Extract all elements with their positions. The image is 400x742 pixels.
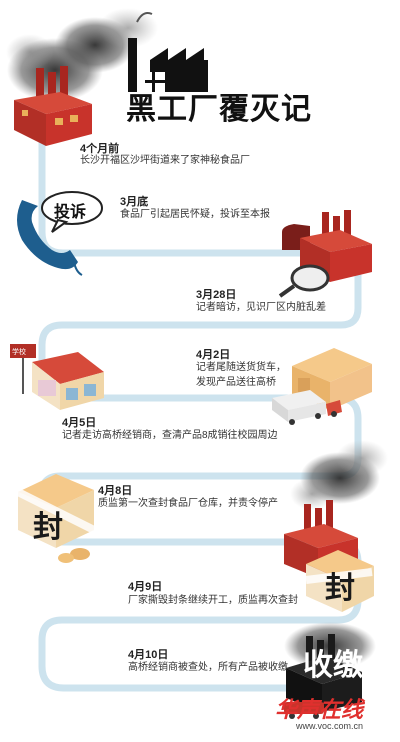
confiscate-label: 收缴 <box>303 648 363 683</box>
event-text: 记者尾随送货货车， <box>196 362 286 373</box>
event-text: 食品厂引起居民怀疑，投诉至本报 <box>120 209 270 220</box>
event-date: 3月底 <box>120 196 149 208</box>
page-title: 黑工厂覆灭记 <box>126 92 312 127</box>
red-vehicle-illustration <box>284 702 324 719</box>
event-date: 4个月前 <box>80 143 120 155</box>
school-shop-illustration <box>10 344 104 410</box>
event-date: 3月28日 <box>196 289 237 301</box>
factory-magnifier-illustration <box>278 210 372 298</box>
event-text: 质监第一次查封食品厂仓库，并责令停产 <box>98 498 278 509</box>
seal-label-2: 封 <box>325 571 355 606</box>
watermark-brand: 华声在线 <box>275 697 364 723</box>
confiscated-factory-illustration <box>284 622 376 712</box>
event-date: 4月5日 <box>62 417 97 429</box>
event-date: 4月10日 <box>128 649 169 661</box>
event-text: 长沙开福区沙坪街道来了家神秘食品厂 <box>80 155 250 166</box>
seal-label-1: 封 <box>33 510 63 545</box>
event-date: 4月9日 <box>128 581 163 593</box>
complaint-bubble <box>41 191 103 233</box>
event-date: 4月2日 <box>196 349 231 361</box>
factory-illustration-top <box>6 8 158 146</box>
event-date: 4月8日 <box>98 485 133 497</box>
school-sign-label: 学校 <box>12 349 26 356</box>
sealed-warehouse-illustration <box>16 474 96 563</box>
event-text: 高桥经销商被查处，所有产品被收缴 <box>128 662 288 673</box>
event-text: 记者走访高桥经销商，查清产品8成销往校园周边 <box>62 430 278 441</box>
event-text: 厂家撕毁封条继续开工，质监再次查封 <box>128 595 298 606</box>
complaint-label: 投诉 <box>54 202 87 221</box>
watermark-url: www.voc.com.cn <box>296 721 364 731</box>
event-text-line2: 发现产品送往高桥 <box>196 377 276 388</box>
warehouse-truck-illustration <box>272 348 372 425</box>
sealed-warehouse-illustration-2 <box>305 550 374 612</box>
telephone-illustration <box>17 200 83 276</box>
title-factory-silhouette <box>128 12 208 92</box>
event-text: 记者暗访，见识厂区内脏乱差 <box>196 302 326 313</box>
